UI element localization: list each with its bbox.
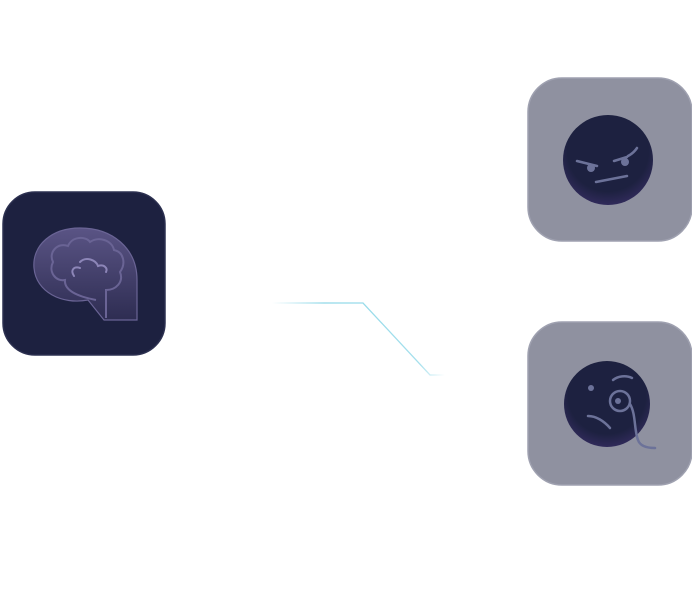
monocle-face-icon <box>564 361 657 450</box>
brain-app-tile <box>2 191 166 356</box>
angry-face-tile <box>527 77 692 242</box>
brain-logo-icon <box>33 227 138 321</box>
connector-line <box>272 302 446 376</box>
angry-face-icon <box>563 115 653 205</box>
monocle-face-tile <box>527 321 692 486</box>
